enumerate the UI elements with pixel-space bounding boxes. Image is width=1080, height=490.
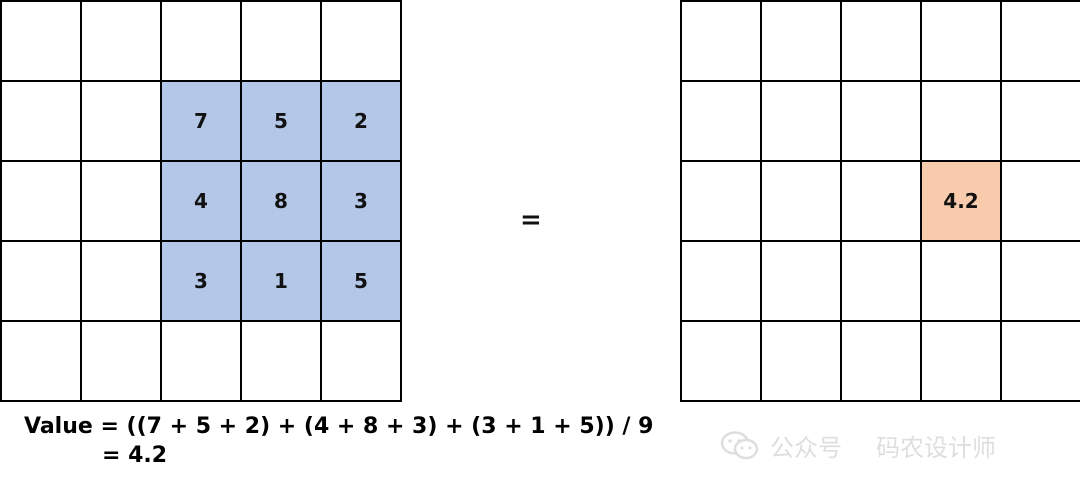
kernel-cell: 3 xyxy=(322,162,400,240)
grid-cell xyxy=(762,162,840,240)
kernel-cell: 8 xyxy=(242,162,320,240)
kernel-cell: 1 xyxy=(242,242,320,320)
kernel-cell: 5 xyxy=(242,82,320,160)
grid-cell xyxy=(1002,242,1080,320)
grid-cell xyxy=(2,82,80,160)
grid-cell xyxy=(322,2,400,80)
grid-cell xyxy=(1002,322,1080,400)
grid-cell xyxy=(922,242,1000,320)
grid-cell xyxy=(2,2,80,80)
grid-cell xyxy=(842,162,920,240)
grid-cell xyxy=(322,322,400,400)
watermark-left-text: 公众号 xyxy=(770,434,842,462)
grid-cell xyxy=(242,322,320,400)
grid-cell xyxy=(162,322,240,400)
formula-line-1: Value = ((7 + 5 + 2) + (4 + 8 + 3) + (3 … xyxy=(24,414,654,439)
grid-cell xyxy=(1002,162,1080,240)
grid-cell xyxy=(682,2,760,80)
grid-cell xyxy=(2,242,80,320)
formula-line-2: = 4.2 xyxy=(102,443,168,468)
result-cell: 4.2 xyxy=(922,162,1000,240)
grid-cell xyxy=(842,242,920,320)
grid-cell xyxy=(762,82,840,160)
grid-cell xyxy=(82,82,160,160)
grid-cell xyxy=(2,162,80,240)
grid-cell xyxy=(682,322,760,400)
grid-cell xyxy=(82,242,160,320)
grid-cell xyxy=(762,242,840,320)
grid-cell xyxy=(682,242,760,320)
grid-cell xyxy=(922,322,1000,400)
grid-cell xyxy=(762,2,840,80)
formula: Value = ((7 + 5 + 2) + (4 + 8 + 3) + (3 … xyxy=(24,412,653,470)
output-grid: 4.2 xyxy=(680,0,1080,402)
equals-sign: = xyxy=(520,205,542,235)
kernel-cell: 4 xyxy=(162,162,240,240)
grid-cell xyxy=(242,2,320,80)
kernel-cell: 7 xyxy=(162,82,240,160)
kernel-cell: 2 xyxy=(322,82,400,160)
watermark: 公众号 码农设计师 xyxy=(720,428,996,463)
grid-cell xyxy=(842,322,920,400)
grid-cell xyxy=(762,322,840,400)
kernel-cell: 3 xyxy=(162,242,240,320)
grid-cell xyxy=(82,162,160,240)
grid-cell xyxy=(842,82,920,160)
grid-cell xyxy=(842,2,920,80)
grid-cell xyxy=(82,322,160,400)
wechat-icon xyxy=(720,430,759,459)
grid-cell xyxy=(682,162,760,240)
grid-cell xyxy=(682,82,760,160)
kernel-cell: 5 xyxy=(322,242,400,320)
grid-cell xyxy=(162,2,240,80)
grid-cell xyxy=(82,2,160,80)
grid-cell xyxy=(922,2,1000,80)
grid-cell xyxy=(922,82,1000,160)
watermark-right-text: 码农设计师 xyxy=(876,434,996,462)
grid-cell xyxy=(1002,2,1080,80)
grid-cell xyxy=(1002,82,1080,160)
grid-cell xyxy=(2,322,80,400)
